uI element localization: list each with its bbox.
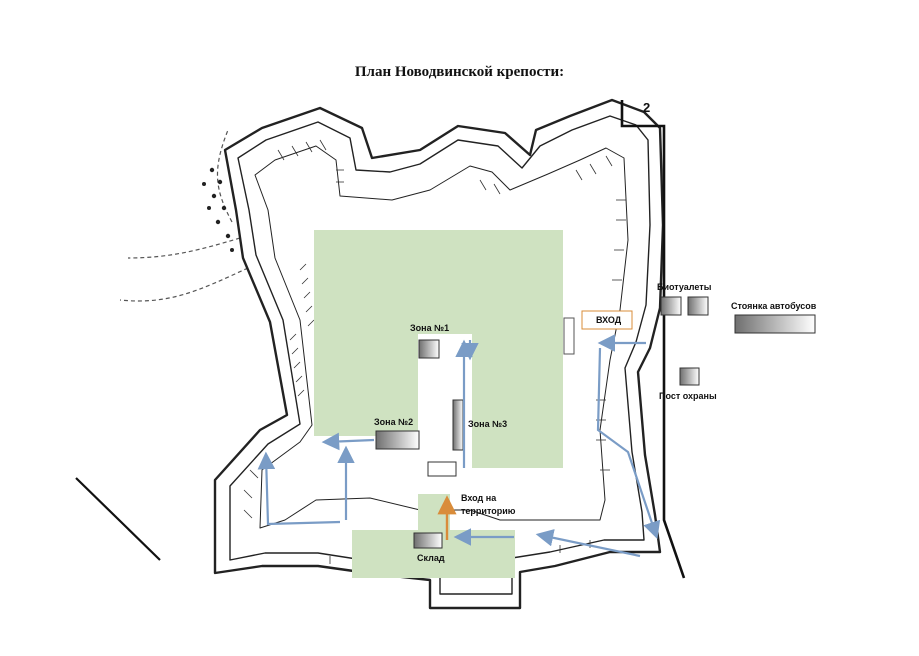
zone3-label: Зона №3 xyxy=(468,419,507,429)
outer-dashed-paths xyxy=(119,129,249,302)
arrow-icon xyxy=(535,529,641,558)
east-road xyxy=(75,100,686,579)
entrance-post xyxy=(563,317,575,355)
green-zones xyxy=(314,230,563,578)
arrow-icon xyxy=(321,432,375,451)
territory-entrance-label-line1: Вход на xyxy=(461,493,497,503)
route-arrows xyxy=(257,334,661,558)
zone-markers xyxy=(375,296,816,549)
gate xyxy=(427,461,457,477)
guard-post-label: Пост охраны xyxy=(659,391,717,401)
zone1-label: Зона №1 xyxy=(410,323,449,333)
zone1-marker-icon xyxy=(418,339,440,359)
warehouse-icon xyxy=(413,532,443,549)
zone3-marker-icon xyxy=(452,399,464,451)
toilet-icon-1 xyxy=(660,296,682,316)
territory-entrance-label-line2: территорию xyxy=(461,506,516,516)
bus-parking-label: Стоянка автобусов xyxy=(731,301,817,311)
bus-icon xyxy=(734,314,816,334)
tree-dots xyxy=(202,167,234,252)
toilets-label: Биотуалеты xyxy=(657,282,712,292)
arrow-icon xyxy=(596,347,661,540)
lower-green-zone-strip xyxy=(418,494,450,532)
toilet-icon-2 xyxy=(687,296,709,316)
guard-post-icon xyxy=(679,367,700,386)
entrance-box xyxy=(581,310,633,330)
warehouse-label: Склад xyxy=(417,553,445,563)
zone2-marker-icon xyxy=(375,430,420,450)
zone2-label: Зона №2 xyxy=(374,417,413,427)
map-title: План Новодвинской крепости: xyxy=(354,64,565,80)
corner-number-label: 2 xyxy=(643,100,650,115)
entrance-label: ВХОД xyxy=(596,315,622,325)
main-green-zone xyxy=(314,230,563,468)
arrow-icon xyxy=(257,451,341,526)
